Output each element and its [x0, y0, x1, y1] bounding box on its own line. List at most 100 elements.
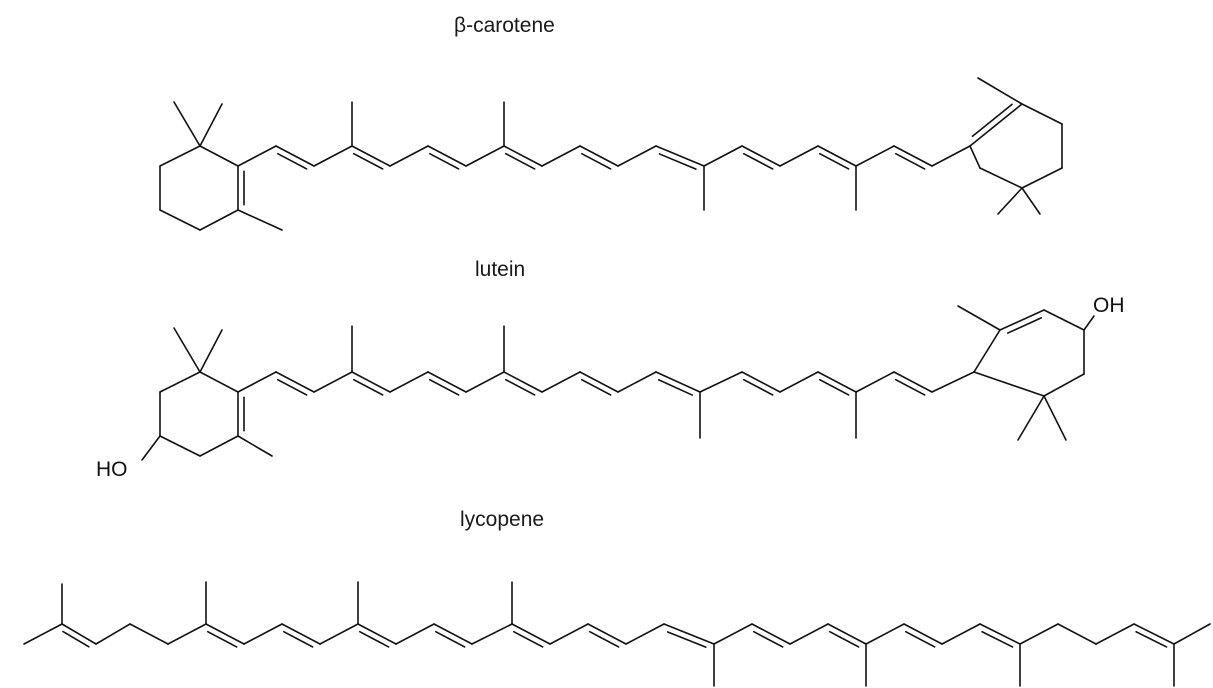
single-bond: [199, 209, 239, 231]
double-bond: [579, 145, 619, 167]
double-bond-inner-line: [828, 630, 860, 648]
gem-methyl: [1021, 187, 1041, 215]
double-bond-inner-line: [971, 103, 1013, 138]
lycopene-structure: [23, 581, 1211, 687]
double-bond-inner-line: [1006, 317, 1043, 334]
ring-methyl: [977, 77, 1023, 105]
single-bond: [979, 167, 1023, 189]
single-bond: [625, 623, 665, 645]
ring-methyl: [237, 435, 273, 457]
single-bond: [703, 145, 743, 167]
single-bond: [465, 371, 505, 393]
single-bond: [617, 145, 657, 167]
double-bond-inner-line: [352, 378, 384, 396]
single-bond: [313, 371, 353, 393]
single-bond: [1095, 623, 1135, 645]
double-bond: [351, 145, 391, 167]
double-bond-inner-line: [504, 378, 536, 396]
single-bond: [1021, 103, 1063, 125]
single-bond: [1057, 623, 1097, 645]
double-bond: [1133, 623, 1175, 645]
double-bond-inner-line: [358, 630, 390, 648]
double-bond: [827, 623, 867, 645]
gem-methyl: [997, 187, 1023, 215]
double-bond: [655, 371, 701, 393]
gem-methyl: [1043, 395, 1067, 441]
double-bond: [817, 145, 857, 167]
double-bond: [275, 371, 315, 393]
double-bond-inner-line: [276, 378, 308, 396]
double-bond: [663, 623, 715, 645]
single-bond: [789, 623, 829, 645]
gem-methyl: [173, 327, 201, 373]
gem-methyl: [199, 103, 223, 147]
double-bond-inner-line: [276, 152, 308, 170]
double-bond: [511, 623, 551, 645]
lutein-title: lutein: [475, 258, 526, 281]
methyl-branch: [1173, 623, 1211, 645]
double-bond: [999, 309, 1045, 331]
single-bond: [549, 623, 589, 645]
single-bond: [243, 623, 283, 645]
double-bond: [579, 371, 619, 393]
double-bond-inner-line: [62, 630, 90, 648]
single-bond: [199, 145, 239, 167]
hydroxyl-bond: [141, 435, 161, 461]
beta-carotene-structure: [159, 77, 1063, 231]
double-bond-inner-line: [206, 630, 238, 648]
double-bond: [903, 623, 943, 645]
double-bond: [893, 371, 933, 393]
double-bond-inner-line: [1135, 630, 1168, 648]
single-bond: [319, 623, 359, 645]
single-bond: [931, 145, 971, 167]
single-bond: [931, 371, 975, 393]
methyl-branch: [23, 623, 63, 645]
gem-methyl: [199, 329, 223, 373]
double-bond-inner-line: [666, 631, 707, 648]
double-bond-inner-line: [580, 378, 612, 396]
double-bond-inner-line: [352, 152, 384, 170]
single-bond: [237, 145, 277, 167]
single-bond: [1043, 309, 1085, 331]
hydroxyl-label-right: OH: [1093, 294, 1125, 317]
double-bond-inner-line: [434, 630, 466, 648]
single-bond: [167, 623, 207, 645]
single-bond: [199, 435, 239, 457]
single-bond: [969, 145, 981, 169]
double-bond-inner-line: [742, 378, 774, 396]
single-bond: [855, 371, 895, 393]
double-bond: [357, 623, 397, 645]
double-bond: [741, 371, 781, 393]
single-bond: [159, 209, 201, 231]
single-bond: [617, 371, 657, 393]
single-bond: [713, 623, 753, 645]
single-bond: [129, 623, 169, 645]
single-bond: [1021, 167, 1063, 189]
beta-carotene-title: β-carotene: [454, 14, 555, 37]
double-bond-inner-line: [894, 378, 926, 396]
single-bond: [471, 623, 513, 645]
double-bond: [741, 145, 781, 167]
single-bond: [855, 145, 895, 167]
hydroxyl-label-left: HO: [96, 458, 128, 481]
single-bond: [941, 623, 981, 645]
single-bond: [159, 371, 201, 393]
double-bond: [817, 371, 857, 393]
double-bond-inner-line: [282, 630, 314, 648]
single-bond: [395, 623, 435, 645]
single-bond: [779, 371, 819, 393]
double-bond: [275, 145, 315, 167]
double-bond: [503, 145, 543, 167]
double-bond: [427, 145, 467, 167]
single-bond: [1019, 623, 1059, 645]
double-bond-inner-line: [588, 630, 620, 648]
double-bond-inner-line: [818, 378, 850, 396]
double-bond: [893, 145, 933, 167]
ring-methyl: [957, 305, 1001, 331]
double-bond: [503, 371, 543, 393]
single-bond: [159, 435, 201, 457]
double-bond: [427, 371, 467, 393]
single-bond: [389, 371, 429, 393]
double-bond-inner-line: [504, 152, 536, 170]
